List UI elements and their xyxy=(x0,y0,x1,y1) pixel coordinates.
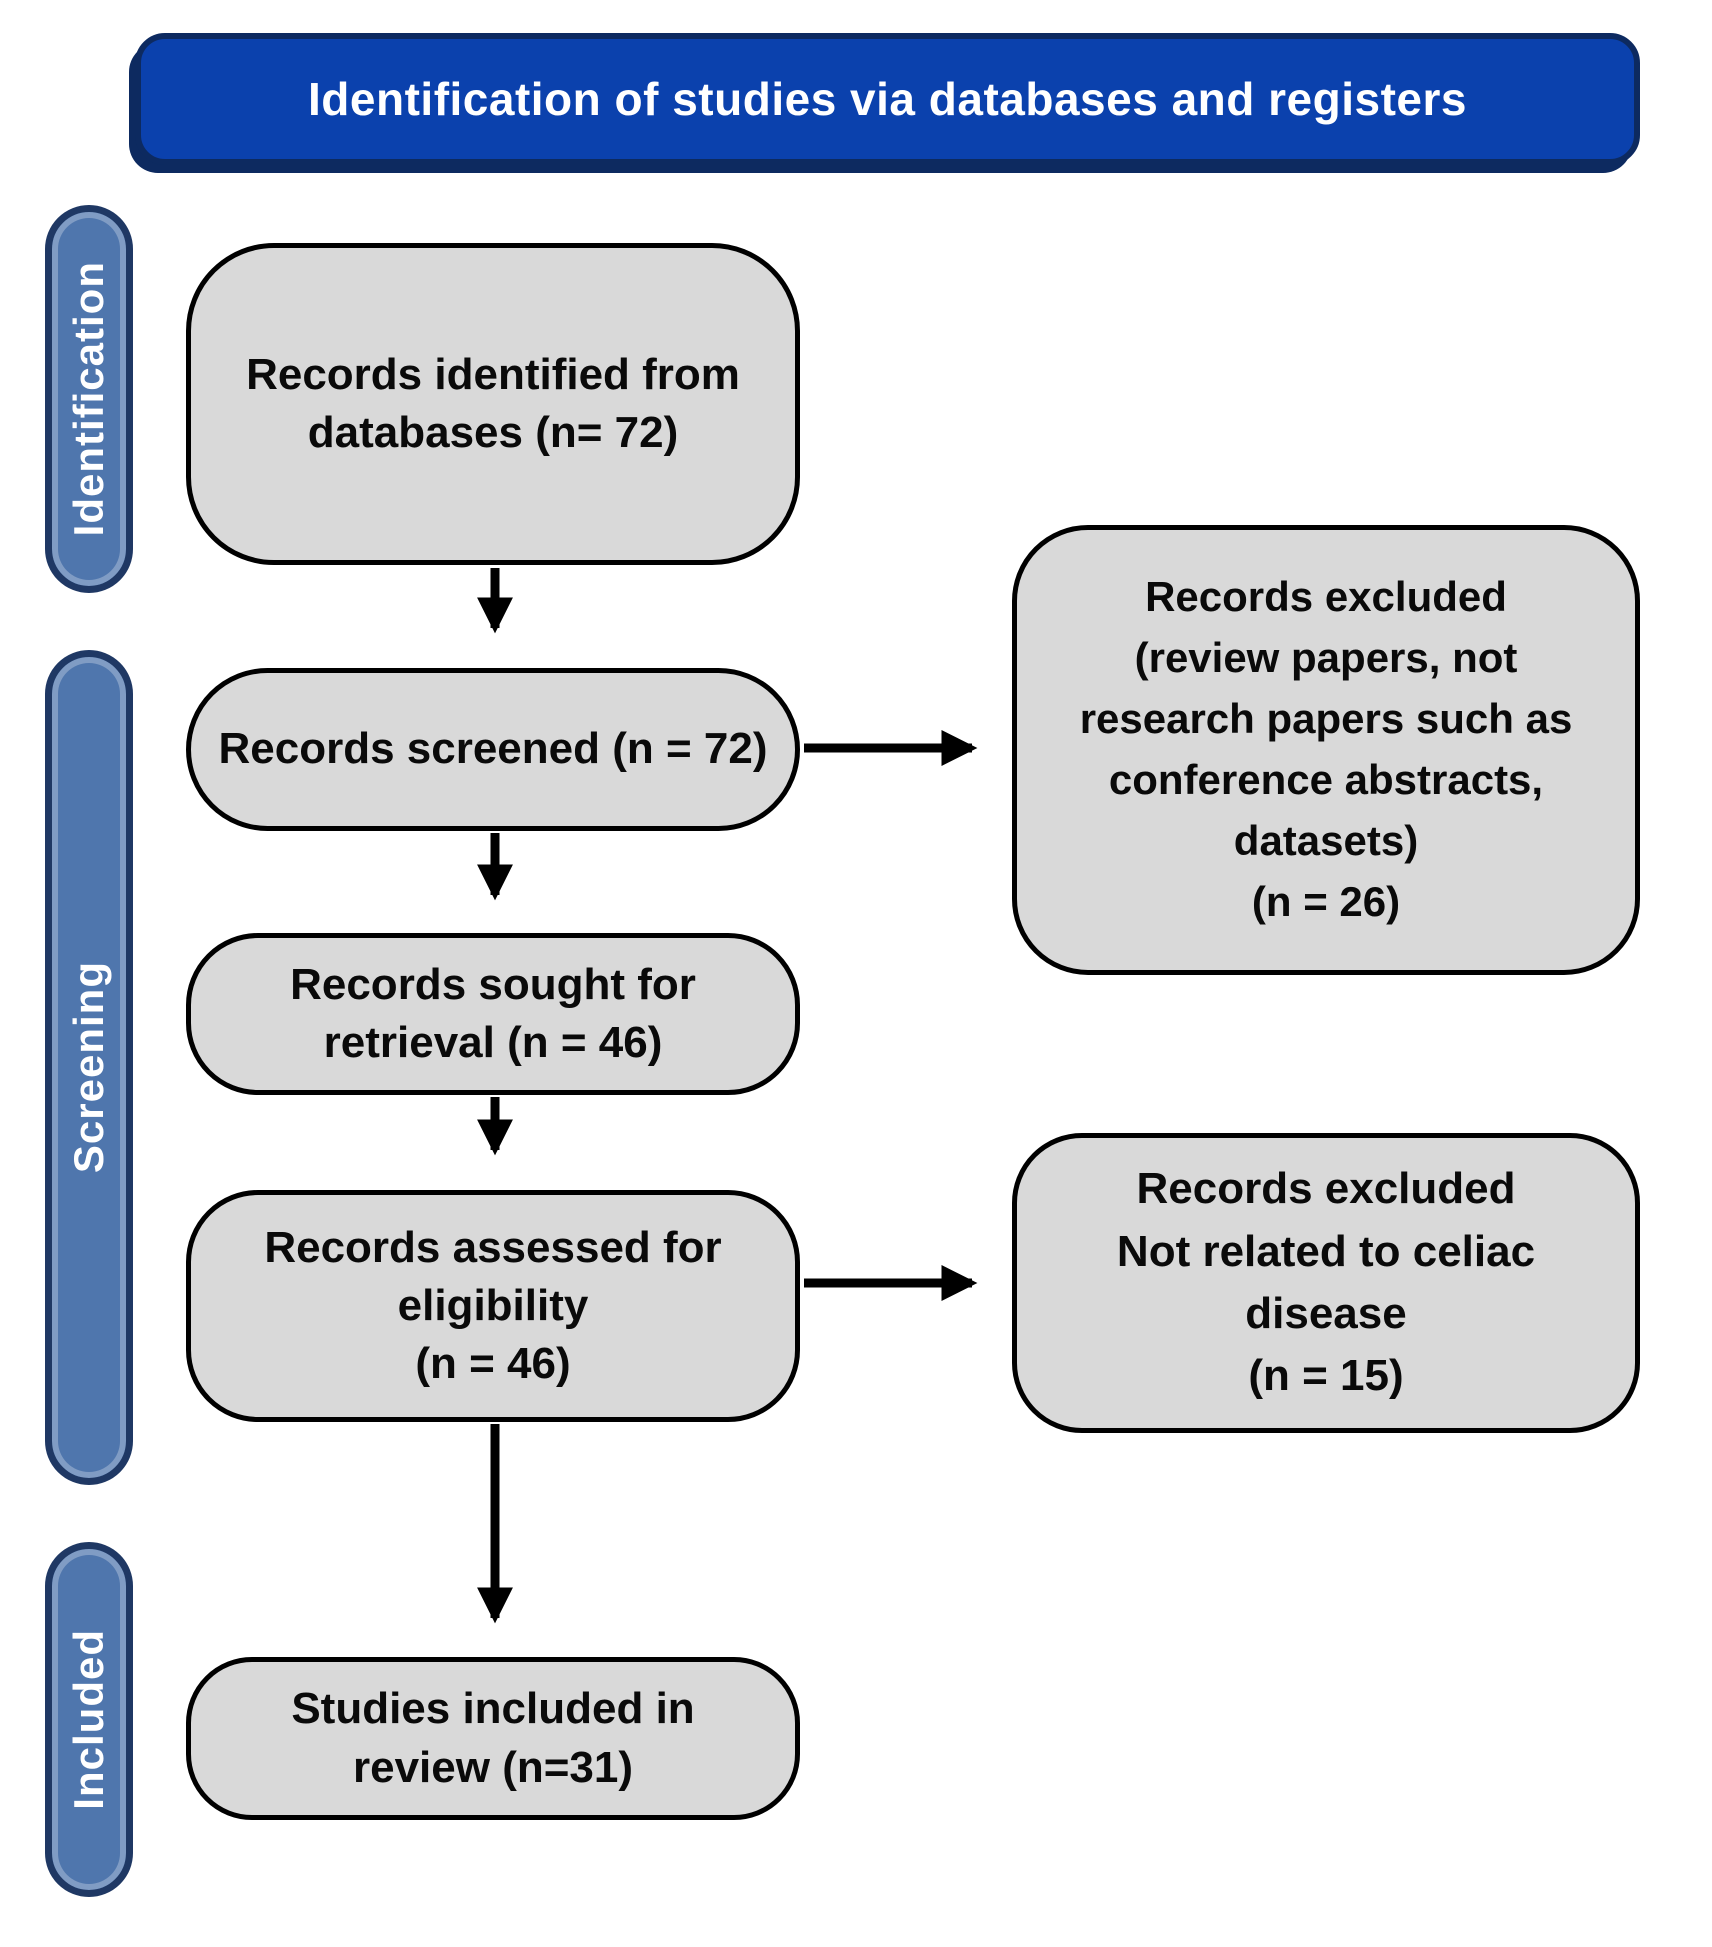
box-records-sought-for-retrieval: Records sought for retrieval (n = 46) xyxy=(186,933,800,1095)
stage-label-included-text: Included xyxy=(65,1629,112,1810)
box-studies-included-in-review: Studies included in review (n=31) xyxy=(186,1657,800,1820)
diagram-header-banner: Identification of studies via databases … xyxy=(135,33,1640,165)
diagram-title: Identification of studies via databases … xyxy=(308,73,1467,125)
box-text-line: Records assessed for xyxy=(264,1222,722,1272)
box-text-line: conference abstracts, xyxy=(1108,756,1544,803)
box-records-screened: Records screened (n = 72) xyxy=(186,668,800,831)
stage-label-included: Included xyxy=(45,1542,133,1897)
box-text-line: Studies included in xyxy=(291,1684,695,1734)
stage-label-identification-text: Identification xyxy=(65,261,112,537)
box-text-line: databases (n= 72) xyxy=(307,408,679,457)
box-text-line: Records screened (n = 72) xyxy=(218,724,768,774)
box-text-line: Records identified from xyxy=(246,349,740,399)
box-text-line: (n = 15) xyxy=(1248,1351,1404,1401)
box-text-line: review (n=31) xyxy=(352,1742,634,1792)
stage-label-identification: Identification xyxy=(45,205,133,593)
box-records-excluded-screening: Records excluded (review papers, not resea… xyxy=(1012,525,1640,975)
box-text-line: research papers such as xyxy=(1079,695,1573,743)
stage-label-screening: Screening xyxy=(45,650,133,1485)
box-records-assessed-for-eligibility: Records assessed for eligibility (n = 46) xyxy=(186,1190,800,1422)
box-text-line: eligibility xyxy=(397,1280,589,1330)
box-text-line: (review papers, not xyxy=(1134,634,1518,682)
box-text-line: (n = 26) xyxy=(1251,877,1401,925)
box-records-identified: Records identified from databases (n= 72) xyxy=(186,243,800,565)
box-text-line: Records sought for xyxy=(290,959,696,1009)
box-text-line: (n = 46) xyxy=(415,1339,571,1389)
box-text-line: Records excluded xyxy=(1145,573,1507,621)
box-text-line: datasets) xyxy=(1233,816,1419,864)
box-text-line: Records excluded xyxy=(1136,1164,1516,1214)
stage-label-screening-text: Screening xyxy=(65,961,112,1174)
box-text-line: disease xyxy=(1245,1289,1407,1338)
box-text-line: Not related to celiac xyxy=(1116,1226,1536,1276)
box-text-line: retrieval (n = 46) xyxy=(323,1018,663,1067)
